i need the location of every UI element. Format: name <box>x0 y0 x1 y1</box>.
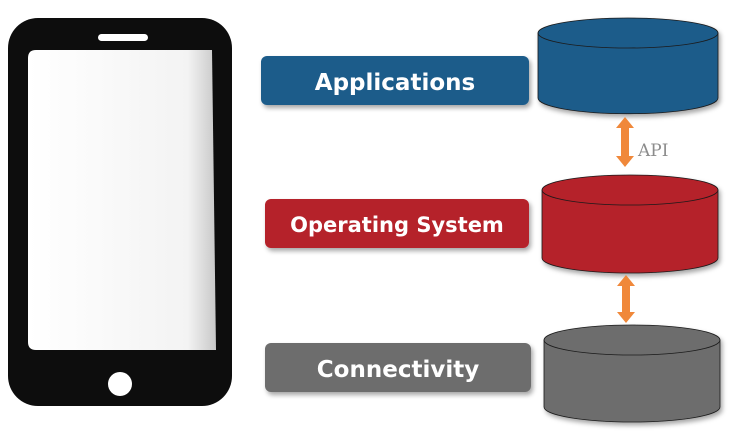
api-label: API <box>637 141 668 161</box>
cylinder-applications <box>537 17 719 115</box>
layer-label-applications: Applications <box>315 70 475 96</box>
home-button <box>108 372 132 396</box>
phone-screen <box>28 50 216 350</box>
layer-box-operating-system <box>265 199 529 248</box>
layer-label-connectivity: Connectivity <box>317 357 479 383</box>
cylinder-connectivity <box>543 324 721 423</box>
layer-label-operating-system: Operating System <box>290 213 504 237</box>
smartphone-icon <box>8 18 232 406</box>
layer-box-applications <box>261 56 529 105</box>
layer-box-connectivity <box>265 343 531 392</box>
phone-speaker <box>98 34 148 41</box>
cylinder-operating-system <box>541 174 719 274</box>
arrow-api-double <box>616 117 634 167</box>
arrow-os-connectivity-double <box>617 275 635 323</box>
